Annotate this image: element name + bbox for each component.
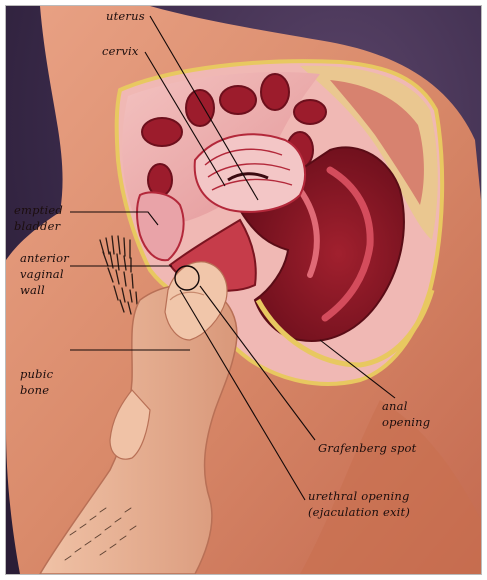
label-grafenberg-spot: Grafenberg spot (318, 441, 417, 455)
label-emptied-bladder-1: emptied (14, 203, 63, 217)
label-pubic-bone-1: pubic (20, 367, 54, 381)
label-urethral-opening-1: urethral opening (308, 489, 410, 503)
label-uterus: uterus (106, 9, 145, 23)
label-anal-opening-1: anal (382, 399, 408, 413)
label-urethral-opening-2: (ejaculation exit) (308, 505, 410, 519)
label-anterior-vaginal-wall-3: wall (20, 283, 45, 297)
label-pubic-bone-2: bone (20, 383, 49, 397)
label-anterior-vaginal-wall-2: vaginal (20, 267, 64, 281)
label-anal-opening-2: opening (382, 415, 430, 429)
label-cervix: cervix (102, 44, 139, 58)
uterus-shape (195, 134, 305, 212)
label-emptied-bladder-2: bladder (14, 219, 62, 233)
label-anterior-vaginal-wall-1: anterior (20, 251, 70, 265)
